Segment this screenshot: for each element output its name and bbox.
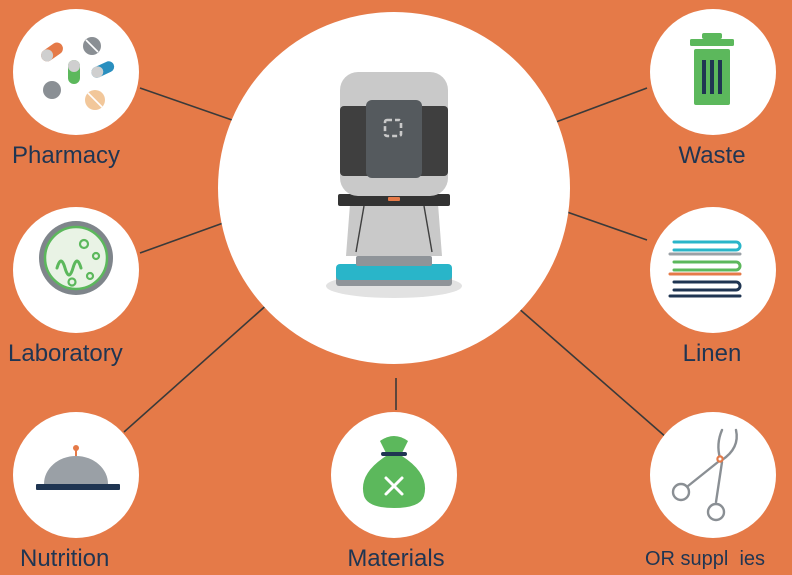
node-label-linen: Linen bbox=[682, 340, 742, 367]
node-label-pharmacy: Pharmacy bbox=[12, 142, 121, 169]
delivery-robot-icon bbox=[326, 72, 462, 298]
connector-waste bbox=[555, 87, 648, 123]
or-supplies-circle bbox=[650, 412, 776, 538]
node-label-laboratory: Laboratory bbox=[8, 340, 123, 367]
connector-linen bbox=[566, 211, 648, 241]
connector-pharmacy bbox=[139, 87, 233, 121]
connector-or-supplies bbox=[516, 306, 668, 439]
petri-dish-icon bbox=[39, 221, 113, 295]
connector-lines bbox=[123, 87, 668, 439]
node-label-nutrition: Nutrition bbox=[20, 545, 110, 572]
pills-icon bbox=[41, 37, 115, 110]
stacked-linen-icon bbox=[668, 240, 742, 298]
cloche-icon bbox=[36, 445, 120, 490]
connector-nutrition bbox=[123, 301, 271, 433]
node-label-waste: Waste bbox=[678, 142, 746, 169]
money-bag-icon bbox=[362, 436, 426, 508]
node-label-materials: Materials bbox=[347, 545, 445, 572]
forceps-icon bbox=[671, 428, 738, 522]
node-label-or-supplies: OR suppl ies bbox=[644, 548, 766, 570]
trash-bin-icon bbox=[690, 33, 734, 105]
connector-laboratory bbox=[139, 221, 227, 254]
